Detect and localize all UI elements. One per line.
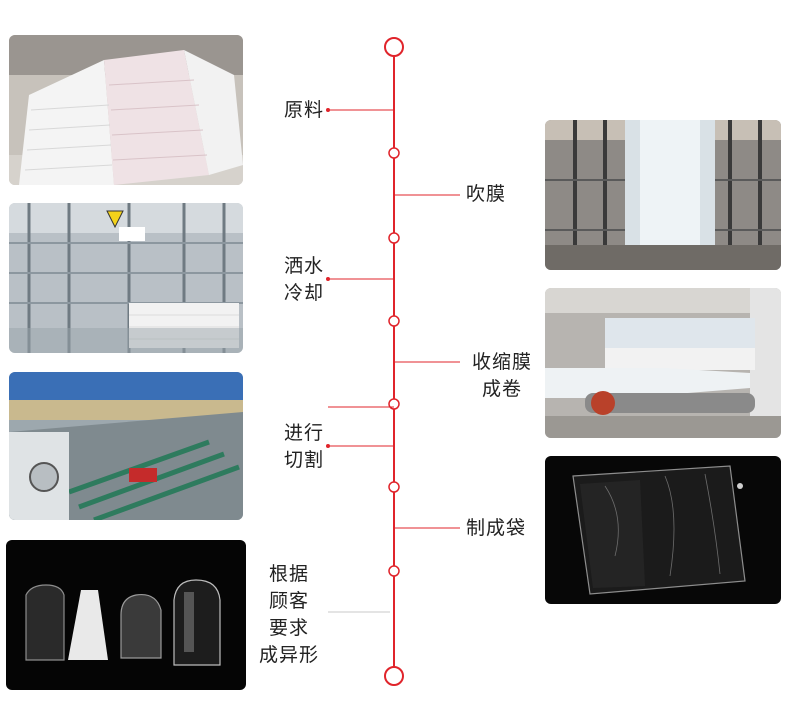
photo-bag-making (545, 456, 781, 604)
timeline-start-node (384, 37, 404, 57)
timeline-end-node (384, 666, 404, 686)
timeline-node (388, 481, 400, 493)
label-custom-shape: 根据 顾客 要求 成异形 (258, 563, 319, 666)
photo-shrink-roll (545, 288, 781, 438)
label-raw-material: 原料 (283, 99, 324, 121)
timeline-node (388, 232, 400, 244)
photo-water-cooling (9, 203, 243, 353)
photo-film-blowing (545, 120, 781, 270)
timeline-node (388, 147, 400, 159)
photo-raw-material (9, 35, 243, 185)
photo-custom-shape (6, 540, 246, 690)
connector-dot (326, 444, 330, 448)
connector-dot (326, 108, 330, 112)
photo-cutting (9, 372, 243, 520)
label-shrink-roll: 收缩膜 成卷 (471, 351, 532, 400)
label-bag-making: 制成袋 (466, 517, 527, 539)
label-cutting: 进行 切割 (283, 422, 324, 471)
connector-dot (326, 277, 330, 281)
timeline-node (388, 565, 400, 577)
label-water-cooling: 洒水 冷却 (283, 255, 324, 304)
timeline-node (388, 315, 400, 327)
label-film-blowing: 吹膜 (466, 183, 507, 205)
